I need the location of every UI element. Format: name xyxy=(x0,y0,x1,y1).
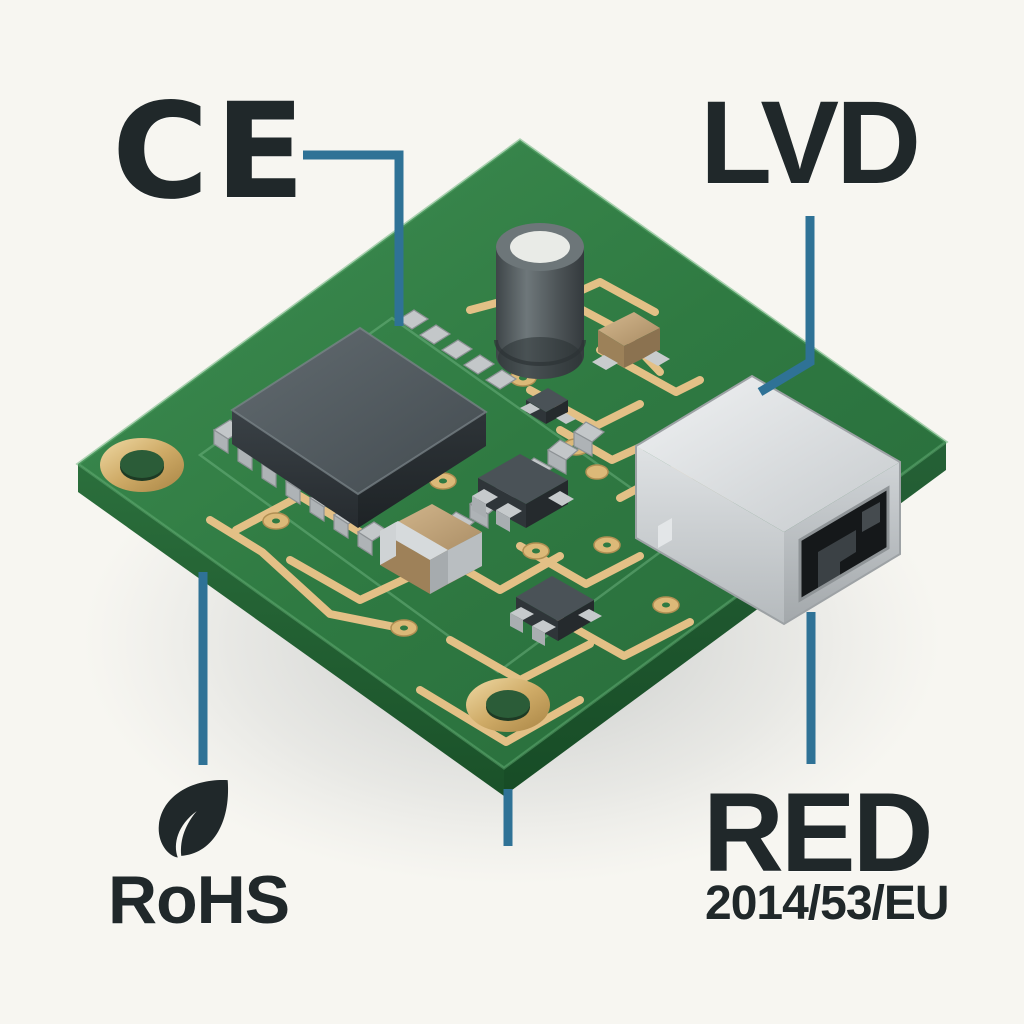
mounting-hole-upper-left xyxy=(100,438,184,492)
rohs-label: RoHS xyxy=(108,862,290,938)
ce-mark-label: CE xyxy=(112,75,312,229)
mounting-hole-lower xyxy=(466,678,550,732)
rj45-connector xyxy=(635,374,901,626)
pcb-vias xyxy=(262,369,680,637)
leaf-icon xyxy=(158,780,229,858)
electrolytic-capacitor xyxy=(494,223,586,379)
transistor-sot23-a xyxy=(472,454,574,532)
ce-leader-line xyxy=(303,150,404,326)
lvd-leader-line xyxy=(757,216,815,396)
transistor-sot23-b xyxy=(510,576,602,646)
diode-sod-123 xyxy=(520,388,576,424)
ceramic-capacitor-large xyxy=(380,504,482,594)
red-directive-number: 2014/53/EU xyxy=(705,877,950,930)
ceramic-capacitor-small xyxy=(592,312,670,370)
red-label: RED xyxy=(703,770,933,895)
lvd-label: LVD xyxy=(700,77,921,209)
